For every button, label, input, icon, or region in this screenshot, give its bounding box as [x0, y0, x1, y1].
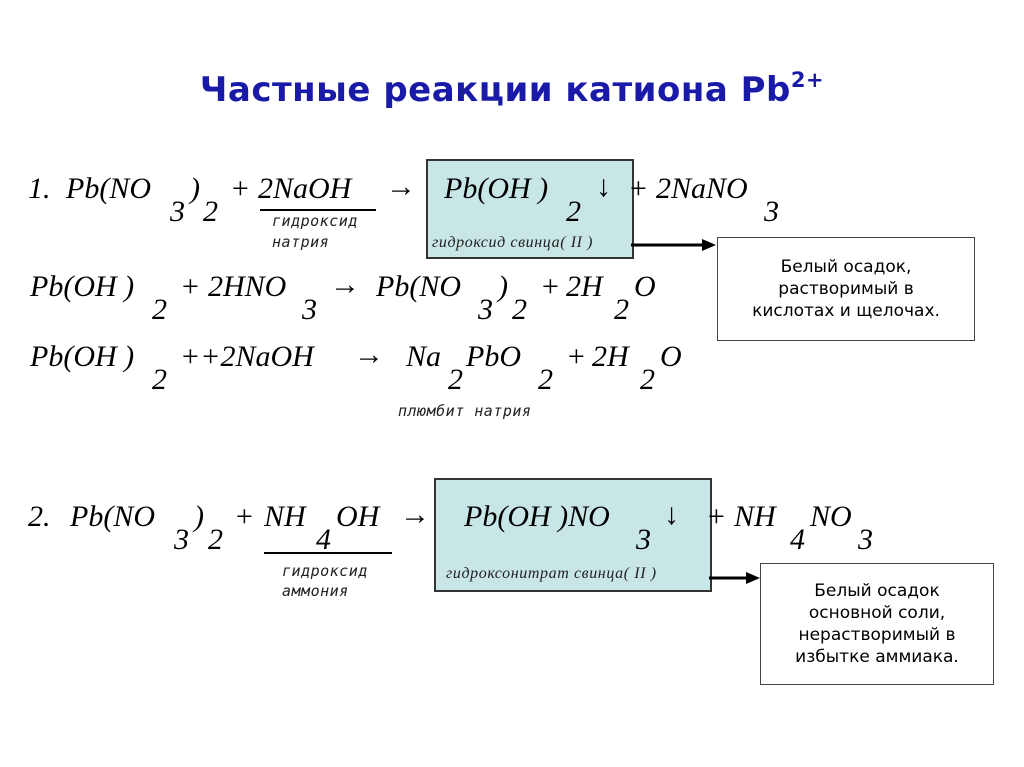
connector-arrow-1: [631, 239, 716, 251]
r1c-plus1: ++2NaOH: [180, 340, 314, 373]
note-box-2: Белый осадок основной соли, нерастворимы…: [760, 563, 994, 685]
r2-arrow: →: [400, 498, 430, 531]
r1-byproduct: 2NaNO: [656, 172, 748, 205]
r1b-plus2: +: [540, 270, 561, 303]
r1c-c-sub: 2: [640, 363, 655, 396]
r1-reagent-underline: [260, 209, 376, 211]
r1-reagent-caption-2: натрия: [272, 233, 330, 251]
r1-product-caption: гидроксид свинца( II ): [432, 234, 593, 252]
note-2-line-3: нерастворимый в: [798, 625, 956, 645]
note-1-line-1: Белый осадок,: [780, 257, 912, 277]
r1-lhs: Pb(NO: [66, 172, 151, 205]
r1c-c-end: O: [660, 340, 682, 373]
connector-arrow-2: [709, 572, 760, 584]
r1-plus1: +: [230, 172, 251, 205]
title-text: Частные реакции катиона Pb: [199, 70, 791, 110]
r2-sub2: 2: [208, 523, 223, 556]
r2-plus2: +: [706, 500, 727, 533]
r1c-caption: плюмбит натрия: [398, 402, 532, 420]
r2-product-caption: гидроксонитрат свинца( II ): [446, 565, 657, 583]
reaction-number-2: 2.: [28, 500, 51, 533]
r1c-b-sub1: 2: [448, 363, 463, 396]
r2-reagent-end: OH: [336, 500, 380, 533]
r2-product-caption-text: гидроксонитрат свинца: [446, 565, 624, 582]
r2-lhs: Pb(NO: [70, 500, 155, 533]
r1c-b-sub2: 2: [538, 363, 553, 396]
note-1-line-2: растворимый в: [778, 279, 914, 299]
r1c-c: 2H: [592, 340, 629, 373]
note-2-line-1: Белый осадок: [814, 581, 940, 601]
r2-reagent-caption-2: аммония: [282, 582, 349, 600]
r1-byproduct-sub: 3: [764, 195, 779, 228]
r2-reagent-sub: 4: [316, 523, 331, 556]
r2-down-arrow: ↓: [664, 498, 679, 531]
r2-reagent: NH: [264, 500, 306, 533]
r2-product: Pb(OH )NO: [464, 500, 610, 533]
r1-down-arrow: ↓: [596, 170, 611, 203]
r1b-a-sub: 2: [152, 293, 167, 326]
r1-reagent-caption-1: гидроксид: [272, 212, 358, 230]
r2-reagent-caption-1: гидроксид: [282, 562, 368, 580]
page-title: Частные реакции катиона Pb2+: [0, 68, 1024, 110]
note-1-line-3: кислотах и щелочах.: [752, 301, 940, 321]
reaction-number-1: 1.: [28, 172, 51, 205]
r1b-a: Pb(OH ): [30, 270, 135, 303]
r2-byproduct: NH: [734, 500, 776, 533]
note-2-line-4: избытке аммиака.: [795, 647, 959, 667]
r1b-d: 2H: [566, 270, 603, 303]
r1-product: Pb(OH ): [444, 172, 549, 205]
r2-prod-sub: 3: [636, 523, 651, 556]
product-box-2: [434, 478, 712, 592]
r2-sub3: 3: [174, 523, 189, 556]
r1b-b-sub: 3: [302, 293, 317, 326]
r1b-c-sub2: 2: [512, 293, 527, 326]
title-charge: 2+: [790, 68, 825, 92]
r1b-c-rparen: ): [498, 270, 508, 303]
r1-reagent: 2NaOH: [258, 172, 352, 205]
product-box-1: [426, 159, 634, 259]
r1c-a-sub: 2: [152, 363, 167, 396]
r1b-c: Pb(NO: [376, 270, 461, 303]
r1b-plus1: +: [180, 270, 201, 303]
r1-sub3: 3: [170, 195, 185, 228]
r1b-c-sub1: 3: [478, 293, 493, 326]
r2-byproduct-mid: NO: [810, 500, 852, 533]
r1c-plus2: +: [566, 340, 587, 373]
r2-reagent-underline: [264, 552, 392, 554]
r1-rparen: ): [190, 172, 200, 205]
r2-plus1: +: [234, 500, 255, 533]
r1-product-caption-ox: ( II ): [560, 234, 594, 251]
r1b-d-sub: 2: [614, 293, 629, 326]
r2-byproduct-sub1: 4: [790, 523, 805, 556]
r1-product-caption-text: гидроксид свинца: [432, 234, 561, 251]
r1c-b: Na: [406, 340, 442, 373]
r1b-b: 2HNO: [208, 270, 287, 303]
r1c-b-mid: PbO: [466, 340, 521, 373]
r1c-a: Pb(OH ): [30, 340, 135, 373]
r2-rparen: ): [194, 500, 204, 533]
r1c-arrow: →: [354, 338, 384, 371]
r1-arrow: →: [386, 170, 416, 203]
note-2-line-2: основной соли,: [808, 603, 946, 623]
r1-sub2: 2: [203, 195, 218, 228]
note-box-1: Белый осадок, растворимый в кислотах и щ…: [717, 237, 975, 341]
r2-product-caption-ox: ( II ): [623, 565, 657, 582]
r2-byproduct-sub2: 3: [858, 523, 873, 556]
r1-plus2: +: [628, 172, 649, 205]
r1b-d-end: O: [634, 270, 656, 303]
r1b-arrow: →: [330, 268, 360, 301]
r1-prod-sub: 2: [566, 195, 581, 228]
